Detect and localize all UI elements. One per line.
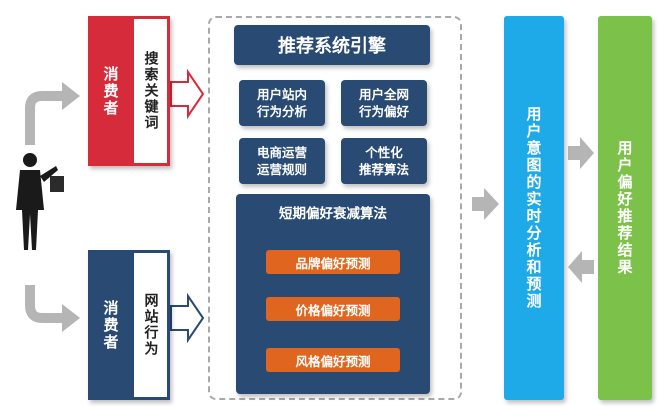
- decay-algorithm-panel: 短期偏好衰减算法 品牌偏好预测 价格偏好预测 风格偏好预测: [236, 194, 430, 394]
- decay-algorithm-title: 短期偏好衰减算法: [279, 206, 387, 222]
- engine-cell-network-preference: 用户全网 行为偏好: [341, 80, 427, 126]
- realtime-intent-analysis: 用户意图的实时分析和预测: [504, 16, 564, 400]
- consumer-top-action: 搜索关键词: [134, 19, 167, 163]
- price-preference-prediction: 价格偏好预测: [266, 297, 400, 321]
- curved-arrow-down: [25, 285, 64, 323]
- arrow-result-to-analysis: [568, 251, 594, 283]
- curved-arrow-down-head: [62, 304, 80, 332]
- preference-recommendation-result: 用户偏好推荐结果: [598, 16, 652, 400]
- curved-arrow-up: [25, 91, 64, 145]
- consumer-behavior-box: 消费者 网站行为: [88, 250, 170, 400]
- recommendation-engine-frame: [208, 16, 462, 400]
- arrow-engine-to-analysis: [472, 188, 499, 220]
- engine-title: 推荐系统引擎: [234, 25, 430, 65]
- arrow-analysis-to-result: [568, 137, 594, 169]
- outline-arrow-bottom: [170, 292, 205, 344]
- brand-preference-prediction: 品牌偏好预测: [266, 250, 400, 274]
- businessman-icon: [16, 153, 64, 250]
- curved-arrow-up-head: [62, 82, 80, 110]
- style-preference-prediction: 风格偏好预测: [266, 348, 400, 372]
- engine-cell-personalized-algorithm: 个性化 推荐算法: [341, 138, 427, 184]
- consumer-top-label: 消费者: [101, 65, 120, 117]
- engine-cell-operation-rules: 电商运营 运营规则: [239, 138, 325, 184]
- engine-cell-onsite-behavior: 用户站内 行为分析: [239, 80, 325, 126]
- consumer-bottom-label: 消费者: [101, 299, 120, 351]
- outline-arrow-top: [170, 68, 205, 120]
- consumer-bottom-action: 网站行为: [134, 253, 167, 397]
- consumer-search-box: 消费者 搜索关键词: [88, 16, 170, 166]
